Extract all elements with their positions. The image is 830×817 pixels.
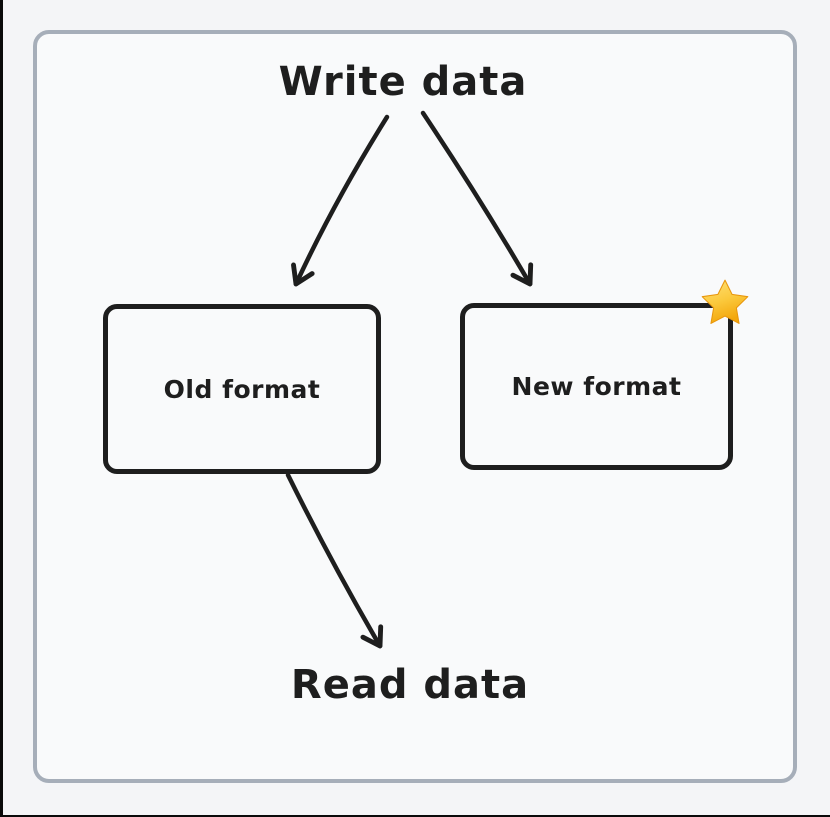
star-icon [701,279,749,324]
bottom-edge-strip [0,815,830,817]
node-new-format: New format [460,303,733,470]
new-format-label: New format [511,372,682,401]
left-edge-strip [0,0,3,817]
old-format-label: Old format [163,374,321,404]
write-data-label: Write data [278,59,528,105]
read-data-label: Read data [290,662,530,708]
node-old-format: Old format [103,304,381,474]
diagram-frame [33,30,797,783]
